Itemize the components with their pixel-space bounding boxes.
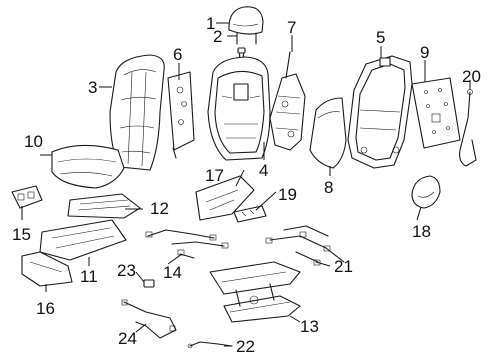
callout-8: 8 [324,178,333,197]
callout-17: 17 [205,166,224,185]
seat-adjuster [209,261,301,323]
back-panel [309,97,347,169]
wire-harness-right [265,225,345,266]
callout-3: 3 [88,78,97,97]
cable [459,89,477,167]
seatback-metal-frame [347,55,413,169]
seatback-frame [207,56,271,161]
callout-9: 9 [420,43,429,62]
callout-11: 11 [80,267,98,286]
callout-18: 18 [412,222,431,241]
seatback-cover [109,54,165,171]
side-cover [411,175,441,209]
headrest [228,6,264,45]
bottom-cable [187,341,233,349]
callout-7: 7 [287,18,296,37]
callout-13: 13 [300,317,319,336]
rear-back-board [411,77,461,149]
leader-lines [21,22,471,347]
callout-19: 19 [278,185,297,204]
callout-10: 10 [24,132,43,151]
callout-24: 24 [118,329,137,348]
seat-cushion [51,144,125,189]
switch-unit [11,185,43,209]
callout-4: 4 [259,161,268,180]
callout-6: 6 [173,45,182,64]
cushion-mat [67,193,141,219]
callout-numbers: 1 2 3 6 4 5 9 7 8 10 11 12 13 14 15 16 1… [12,14,481,356]
callout-20: 20 [462,67,481,86]
callout-1: 1 [206,14,215,33]
callout-14: 14 [163,263,182,282]
side-trim [21,251,73,287]
callout-5: 5 [376,28,385,47]
callout-16: 16 [36,299,55,318]
seat-pan [39,219,127,261]
lower-harness [121,299,177,339]
callout-2: 2 [213,27,222,46]
callout-23: 23 [117,261,136,280]
power-module [233,205,267,223]
lumbar-support [269,51,306,151]
recliner-cover [195,175,255,221]
connector-clip [143,279,155,288]
wire-harness-left [145,229,229,259]
callout-15: 15 [12,225,31,244]
callout-12: 12 [150,199,169,218]
callout-22: 22 [236,337,255,356]
callout-21: 21 [334,257,353,276]
seatback-pad [167,71,195,159]
